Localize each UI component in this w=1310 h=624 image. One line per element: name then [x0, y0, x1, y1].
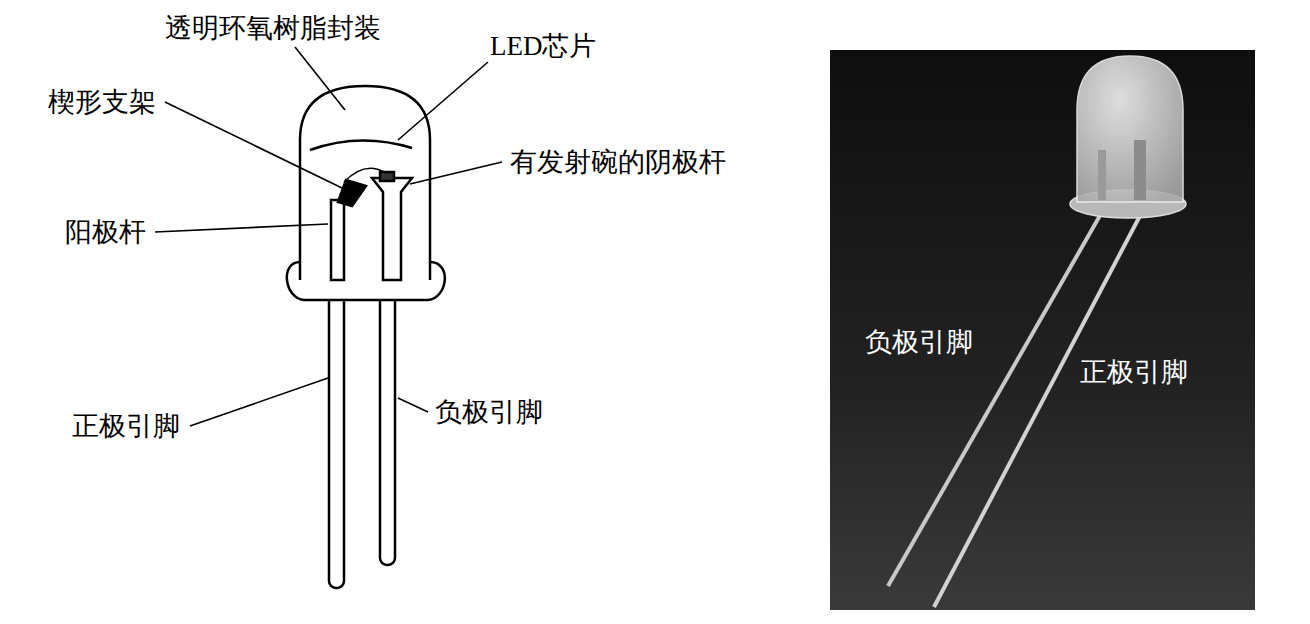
photo-dome	[1077, 56, 1183, 202]
part-label: LED芯片	[490, 30, 596, 62]
part-label: 正极引脚	[72, 410, 180, 442]
leader-line	[190, 378, 328, 426]
anode-lead	[329, 290, 344, 588]
photo-lead	[888, 212, 1102, 586]
dome-contour	[310, 140, 412, 150]
photo-lead	[934, 212, 1142, 607]
part-label: 负极引脚	[435, 396, 543, 428]
wedge-support	[338, 180, 366, 206]
leader-line	[410, 162, 502, 184]
part-label: 阳极杆	[65, 216, 146, 248]
epoxy-body	[300, 86, 430, 280]
led-chip	[380, 172, 394, 181]
part-label: 有发射碗的阴极杆	[510, 146, 726, 178]
part-label: 透明环氧树脂封装	[165, 12, 381, 44]
cathode-rod-cup	[372, 178, 412, 280]
photo-background	[830, 50, 1255, 610]
cathode-lead	[380, 290, 395, 565]
leader-line	[398, 62, 488, 140]
leader-line	[295, 47, 345, 110]
leader-line	[155, 224, 328, 232]
photo-cathode	[1134, 140, 1146, 200]
anode-rod	[331, 200, 344, 280]
part-label: 正极引脚	[1080, 356, 1188, 388]
leader-line	[398, 398, 428, 412]
leader-line	[165, 102, 342, 188]
photo-anode	[1098, 150, 1106, 200]
leader-lines	[155, 47, 502, 426]
led-drawing	[287, 86, 445, 588]
part-label: 负极引脚	[865, 326, 973, 358]
part-label: 楔形支架	[48, 86, 156, 118]
bond-wire	[344, 168, 386, 182]
